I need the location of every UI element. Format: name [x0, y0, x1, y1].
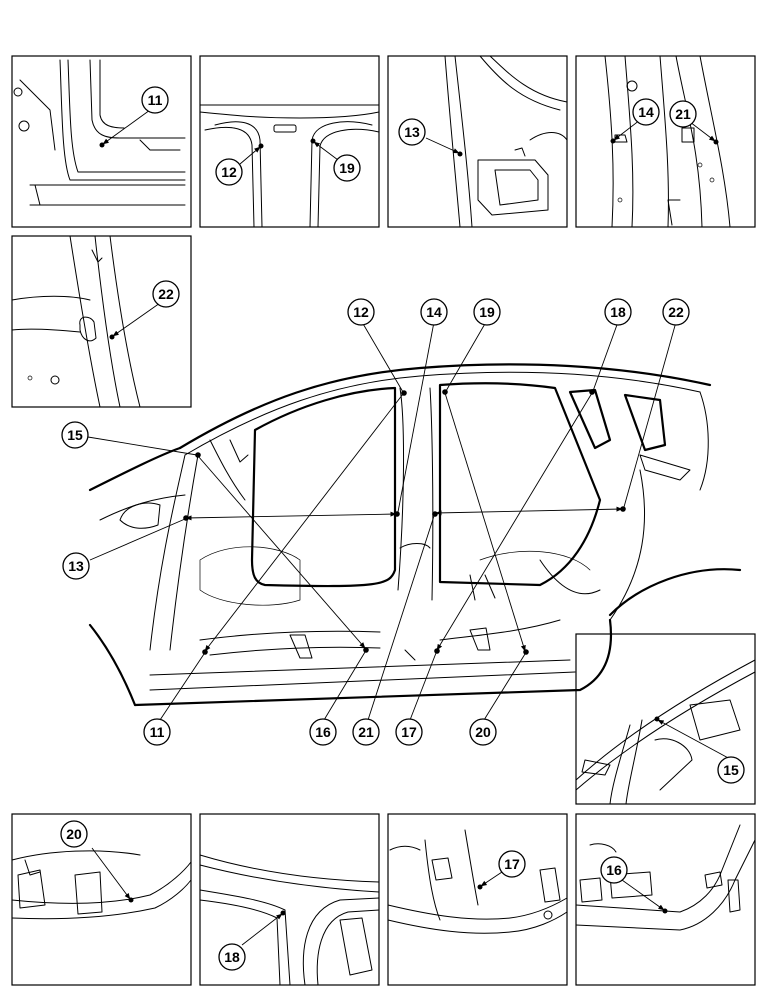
callout-12-main: 12: [347, 298, 375, 326]
callout-22-panel: 22: [152, 280, 180, 308]
svg-text:14: 14: [426, 304, 442, 320]
point-20-dot: [523, 649, 529, 655]
svg-text:15: 15: [67, 427, 83, 443]
svg-text:11: 11: [150, 724, 165, 740]
svg-text:12: 12: [353, 304, 369, 320]
point-11-dot: [202, 649, 208, 655]
callout-18-panel: 18: [218, 943, 246, 971]
callout-16-main: 16: [309, 718, 337, 746]
detail-panel-13: [387, 55, 568, 228]
detail-panel-17: [387, 813, 568, 986]
point-21-dot: [432, 511, 438, 517]
measurement-points: [183, 389, 626, 655]
callout-20-main: 20: [469, 718, 497, 746]
callout-12-panel: 12: [215, 158, 243, 186]
detail-panel-22: [11, 235, 192, 408]
detail-panel-14-21: [575, 55, 756, 228]
svg-text:19: 19: [479, 304, 495, 320]
callout-14-main: 14: [420, 298, 448, 326]
callout-19-main: 19: [473, 298, 501, 326]
svg-text:14: 14: [638, 104, 654, 120]
callout-11-main: 11: [143, 718, 171, 746]
measurement-lines: [185, 392, 623, 652]
detail-panel-12-19: [199, 55, 380, 228]
svg-text:16: 16: [606, 862, 622, 878]
svg-text:15: 15: [723, 762, 739, 778]
vehicle-body-side: [88, 363, 742, 707]
detail-panel-11: [11, 55, 192, 228]
callout-21-main: 21: [352, 718, 380, 746]
point-15-dot: [195, 452, 201, 458]
point-22-dot: [620, 506, 626, 512]
callout-14-panel: 14: [632, 98, 660, 126]
svg-text:21: 21: [675, 106, 691, 122]
svg-text:20: 20: [66, 826, 82, 842]
callout-21-panel: 21: [669, 100, 697, 128]
point-16-dot: [363, 647, 369, 653]
main-leaders: [87, 321, 677, 721]
detail-panel-15: [575, 633, 756, 805]
svg-text:13: 13: [404, 124, 420, 140]
svg-text:11: 11: [148, 92, 163, 108]
point-17-dot: [434, 648, 440, 654]
point-14-dot: [394, 511, 400, 517]
detail-panel-16: [575, 813, 756, 986]
svg-text:13: 13: [68, 558, 84, 574]
point-18-dot: [589, 389, 595, 395]
callout-19-panel: 19: [333, 154, 361, 182]
point-13-dot: [183, 515, 189, 521]
callout-13-panel: 13: [398, 118, 426, 146]
svg-text:22: 22: [668, 304, 684, 320]
callout-13-main: 13: [62, 552, 90, 580]
callout-11-panel: 11: [141, 86, 169, 114]
svg-text:22: 22: [158, 286, 174, 302]
callout-15-panel: 15: [717, 756, 745, 784]
svg-text:17: 17: [504, 856, 520, 872]
svg-text:18: 18: [610, 304, 626, 320]
panel-leaders: [99, 109, 719, 340]
svg-text:19: 19: [339, 160, 355, 176]
svg-text:17: 17: [401, 724, 417, 740]
callout-17-panel: 17: [498, 850, 526, 878]
callout-20-panel: 20: [60, 820, 88, 848]
svg-text:18: 18: [224, 949, 240, 965]
svg-text:20: 20: [475, 724, 491, 740]
callout-17-main: 17: [395, 718, 423, 746]
callout-18-main: 18: [604, 298, 632, 326]
svg-text:16: 16: [315, 724, 331, 740]
callout-16-panel: 16: [600, 856, 628, 884]
detail-panel-20: [11, 813, 192, 986]
detail-panel-18: [199, 813, 380, 986]
svg-text:21: 21: [358, 724, 374, 740]
callout-15-main: 15: [61, 421, 89, 449]
callout-22-main: 22: [662, 298, 690, 326]
svg-text:12: 12: [221, 164, 237, 180]
